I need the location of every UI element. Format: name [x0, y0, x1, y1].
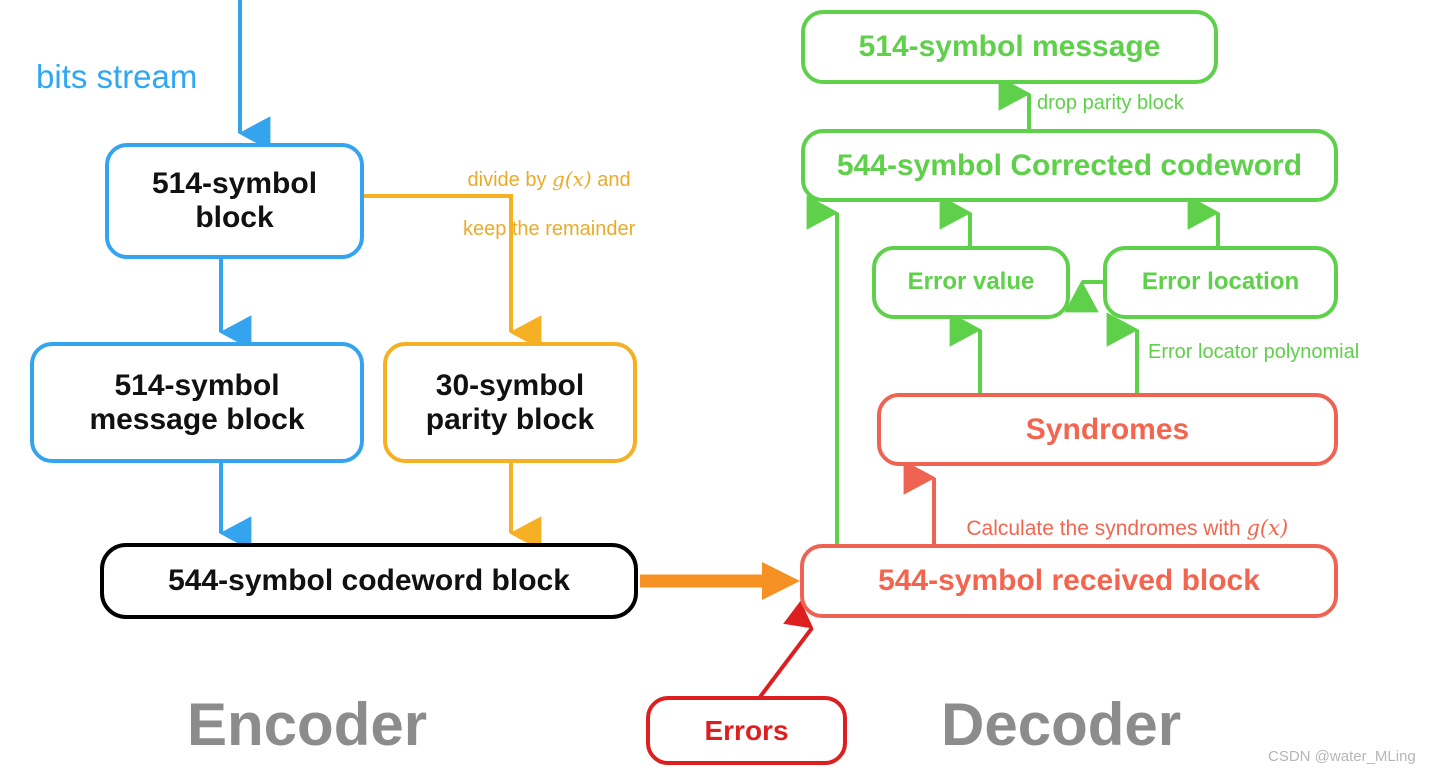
- bits-stream-label: bits stream: [36, 58, 198, 95]
- node-errors[interactable]: Errors: [646, 696, 847, 765]
- node-message-block-line1: 514-symbol: [114, 368, 280, 402]
- node-codeword-block-label: 544-symbol codeword block: [168, 564, 570, 598]
- node-514-symbol-block-line2: block: [195, 201, 274, 234]
- node-error-location[interactable]: Error location: [1103, 246, 1338, 319]
- calculate-syndromes-label: Calculate the syndromes with g(x): [943, 492, 1288, 565]
- calculate-label-gx: g(x): [1246, 516, 1289, 540]
- error-locator-polynomial-label: Error locator polynomial: [1148, 341, 1360, 363]
- calculate-label-text: Calculate the syndromes with: [966, 517, 1247, 540]
- node-message-block-line2: message block: [89, 402, 305, 436]
- node-544-symbol-codeword-block[interactable]: 544-symbol codeword block: [100, 543, 638, 619]
- node-syndromes-label: Syndromes: [1025, 412, 1190, 446]
- node-514-symbol-message-block[interactable]: 514-symbol message block: [30, 342, 364, 463]
- node-544-symbol-received-block[interactable]: 544-symbol received block: [800, 544, 1338, 618]
- node-corrected-codeword-label: 544-symbol Corrected codeword: [836, 148, 1303, 182]
- edge-errors-to-received: [758, 600, 814, 699]
- divide-label-line2: keep the remainder: [462, 218, 636, 241]
- node-514-symbol-message[interactable]: 514-symbol message: [801, 10, 1218, 84]
- divide-label-gx: g(x): [552, 167, 592, 192]
- node-514-symbol-message-label: 514-symbol message: [858, 30, 1161, 64]
- node-errors-label: Errors: [704, 714, 789, 746]
- encoder-section-title: Encoder: [187, 691, 428, 758]
- node-parity-block-line2: parity block: [425, 402, 595, 436]
- node-error-location-label: Error location: [1141, 268, 1300, 296]
- edge-codeword-to-received: [640, 562, 800, 600]
- node-syndromes[interactable]: Syndromes: [877, 393, 1338, 466]
- node-error-value-label: Error value: [907, 268, 1035, 296]
- divide-label-part1: divide by: [467, 169, 553, 192]
- divide-by-gx-label: divide by g(x) and keep the remainder: [427, 143, 649, 266]
- decoder-section-title: Decoder: [941, 691, 1182, 758]
- watermark-label: CSDN @water_MLing: [1268, 748, 1416, 765]
- node-parity-block-line1: 30-symbol: [435, 368, 585, 402]
- node-514-symbol-block-line1: 514-symbol: [151, 167, 318, 201]
- node-error-value[interactable]: Error value: [872, 246, 1070, 319]
- node-514-symbol-block[interactable]: 514-symbol block: [105, 143, 364, 259]
- drop-parity-block-label: drop parity block: [1037, 92, 1184, 114]
- node-30-symbol-parity-block[interactable]: 30-symbol parity block: [383, 342, 637, 463]
- node-544-symbol-corrected-codeword[interactable]: 544-symbol Corrected codeword: [801, 129, 1338, 202]
- divide-label-part2: and: [591, 169, 631, 192]
- node-received-block-label: 544-symbol received block: [878, 564, 1260, 598]
